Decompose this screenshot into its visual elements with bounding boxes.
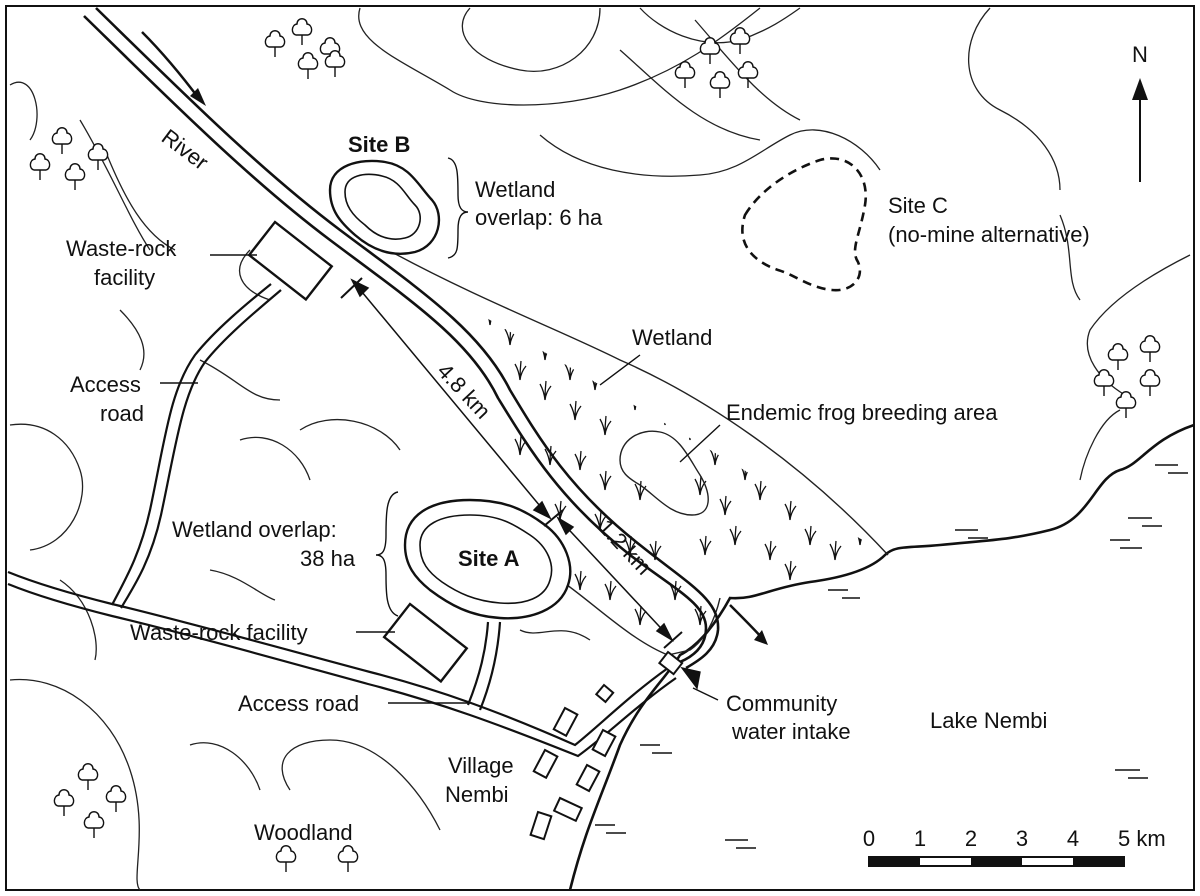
lake-water-dashes <box>595 464 1188 849</box>
access-road-b-label: Access <box>70 372 141 397</box>
access-road-a-label: Access road <box>238 691 359 716</box>
village-label: Village <box>448 753 514 778</box>
north-arrow: N <box>1132 42 1148 182</box>
waste-rock-b-label: Waste-rock <box>66 236 177 261</box>
river <box>83 7 768 670</box>
scale-tick-label: 0 <box>863 826 875 851</box>
scale-tick-label: 2 <box>965 826 977 851</box>
site-b-pit <box>328 159 441 255</box>
waste-rock-facility-a <box>382 602 469 684</box>
site-b-label: Site B <box>348 132 410 157</box>
north-label: N <box>1132 42 1148 67</box>
site-b-overlap-label: Wetland <box>475 177 555 202</box>
woodland-label: Woodland <box>254 820 353 845</box>
site-b-overlap-label: overlap: 6 ha <box>475 205 603 230</box>
frog-breeding-area <box>619 430 709 516</box>
access-road-b-label: road <box>100 401 144 426</box>
lake-shoreline <box>568 423 1195 891</box>
leader-lines <box>160 157 721 704</box>
site-c-label: Site C <box>888 193 948 218</box>
site-c-outline <box>741 157 868 292</box>
community-water-intake <box>657 650 684 676</box>
scale-tick-label: 4 <box>1067 826 1079 851</box>
scale-tick-label: 3 <box>1016 826 1028 851</box>
village-buildings <box>529 683 617 841</box>
site-c-label: (no-mine alternative) <box>888 222 1090 247</box>
scale-tick-label: 1 <box>914 826 926 851</box>
scale-tick-label: 5 km <box>1118 826 1166 851</box>
waste-rock-facility-b <box>247 220 334 302</box>
distance-lines <box>340 277 683 649</box>
site-a-pit <box>403 498 572 620</box>
lake-label: Lake Nembi <box>930 708 1047 733</box>
site-a-overlap-label: Wetland overlap: <box>172 517 337 542</box>
wetland-label: Wetland <box>632 325 712 350</box>
waste-rock-b-label: facility <box>94 265 155 290</box>
site-a-overlap-label: 38 ha <box>300 546 356 571</box>
village-label: Nembi <box>445 782 509 807</box>
wetland-zone <box>387 249 889 656</box>
site-a-label: Site A <box>458 546 520 571</box>
frog-area-label: Endemic frog breeding area <box>726 400 998 425</box>
community-intake-label: water intake <box>731 719 851 744</box>
community-intake-label: Community <box>726 691 837 716</box>
scale-bar: 0 1 2 3 4 5 km <box>863 826 1166 867</box>
waste-rock-a-label: Waste-rock facility <box>130 620 308 645</box>
